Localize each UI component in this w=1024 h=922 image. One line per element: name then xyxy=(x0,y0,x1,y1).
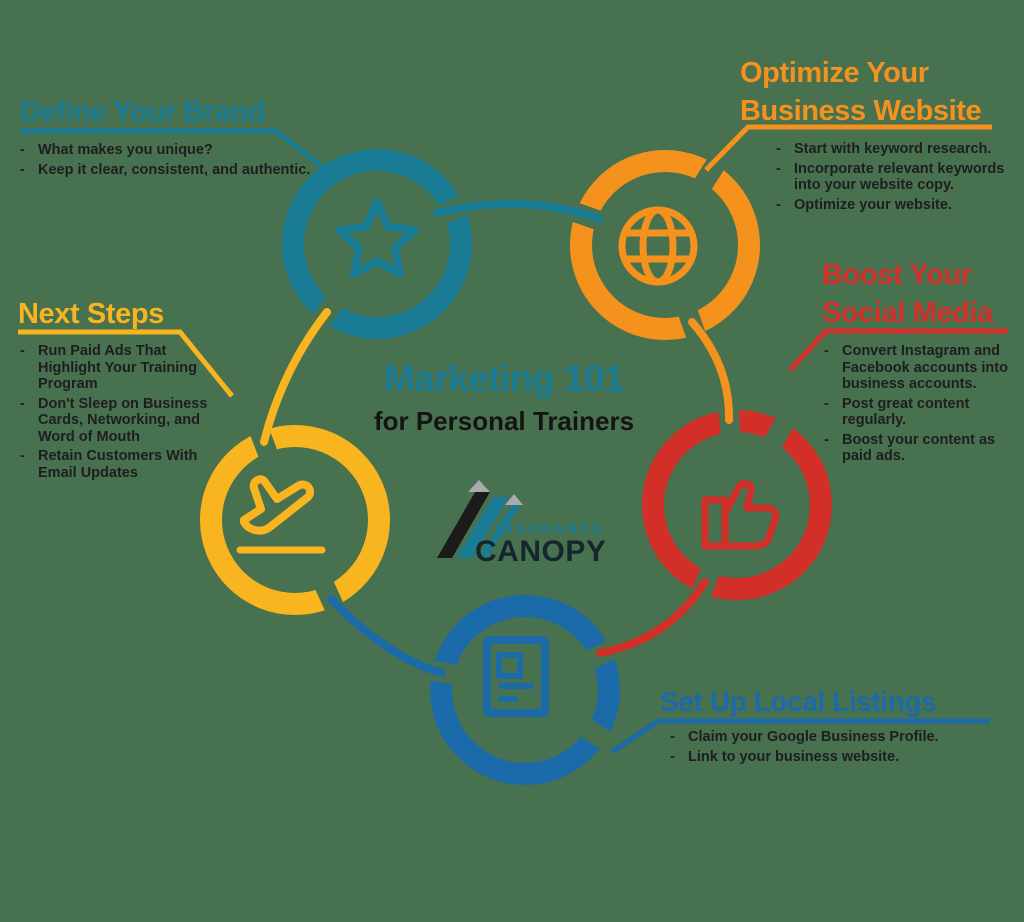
star-icon xyxy=(335,198,419,278)
bullet-dash: - xyxy=(824,431,829,448)
bullet-item: - Don't Sleep on Business Cards, Network… xyxy=(20,396,220,446)
bullet-item: - Run Paid Ads That Highlight Your Train… xyxy=(20,343,220,393)
connector-define-optimize xyxy=(433,199,604,223)
bullet-item: - Boost your content as paid ads. xyxy=(824,432,1020,465)
insurance-canopy-logo: INSURANCE CANOPY xyxy=(437,480,606,568)
bullet-dash: - xyxy=(824,343,829,359)
optimize-ring xyxy=(570,150,760,340)
next-bullet-list: - Run Paid Ads That Highlight Your Train… xyxy=(20,343,220,484)
bullet-dash: - xyxy=(776,196,781,213)
document-icon xyxy=(483,636,549,717)
connector-next-define xyxy=(260,308,331,446)
boost-title: Boost Your Social Media xyxy=(822,259,993,329)
bullet-text: Retain Customers With Email Updates xyxy=(38,448,198,481)
connector-boost-local xyxy=(596,578,709,657)
connector-local-next xyxy=(327,595,446,677)
local-ring xyxy=(430,595,620,785)
bullet-text: What makes you unique? xyxy=(38,142,213,158)
optimize-title: Optimize Your Business Website xyxy=(740,57,982,127)
bullet-item: - What makes you unique? xyxy=(20,142,350,159)
bullet-text: Link to your business website. xyxy=(688,748,900,765)
bullet-dash: - xyxy=(776,160,781,177)
bullet-item: - Optimize your website. xyxy=(776,197,1008,214)
bullet-text: Don't Sleep on Business Cards, Networkin… xyxy=(38,395,208,445)
bullet-item: - Keep it clear, consistent, and authent… xyxy=(20,162,350,179)
bullet-item: - Post great content regularly. xyxy=(824,396,1020,429)
bullet-dash: - xyxy=(824,395,829,412)
canopy-mountains-mark xyxy=(437,480,523,558)
bullet-text: Claim your Google Business Profile. xyxy=(688,729,939,745)
optimize-bullet-list: - Start with keyword research. - Incorpo… xyxy=(776,141,1008,216)
bullet-text: Post great content regularly. xyxy=(842,395,970,429)
boost-ring xyxy=(642,410,832,600)
bullet-text: Incorporate relevant keywords into your … xyxy=(794,160,1005,194)
define-ring xyxy=(282,149,472,339)
local-title: Set Up Local Listings xyxy=(660,686,937,717)
next-leader-line xyxy=(18,329,234,398)
bullet-dash: - xyxy=(776,141,781,157)
boost-leader-line xyxy=(788,328,1008,372)
logo-word-canopy: CANOPY xyxy=(475,535,606,568)
boost-bullet-list: - Convert Instagram and Facebook account… xyxy=(824,343,1020,468)
bullet-dash: - xyxy=(20,395,25,412)
bullet-text: Run Paid Ads That Highlight Your Trainin… xyxy=(38,343,197,392)
bullet-dash: - xyxy=(670,729,675,745)
bullet-dash: - xyxy=(20,161,25,178)
logo-word-insurance: INSURANCE xyxy=(496,521,605,536)
infographic-title: Marketing 101 xyxy=(383,358,625,399)
bullet-dash: - xyxy=(670,748,675,765)
bullet-item: - Start with keyword research. xyxy=(776,141,1008,158)
bullet-dash: - xyxy=(20,448,25,464)
bullet-text: Start with keyword research. xyxy=(794,141,992,157)
connector-optimize-boost xyxy=(688,318,734,424)
optimize-leader-line xyxy=(704,124,992,172)
bullet-dash: - xyxy=(20,343,25,359)
define-bullet-list: - What makes you unique? - Keep it clear… xyxy=(20,142,350,181)
define-leader-line xyxy=(20,128,332,175)
bullet-text: Boost your content as paid ads. xyxy=(842,431,996,465)
infographic-subtitle: for Personal Trainers xyxy=(373,406,635,436)
bullet-text: Keep it clear, consistent, and authentic… xyxy=(38,161,311,178)
bullet-item: - Incorporate relevant keywords into you… xyxy=(776,161,1008,194)
thumbs-up-icon xyxy=(701,479,780,550)
bullet-dash: - xyxy=(20,142,25,158)
local-leader-line xyxy=(610,718,990,755)
bullet-item: - Link to your business website. xyxy=(670,749,1000,766)
local-bullet-list: - Claim your Google Business Profile. - … xyxy=(670,729,1000,768)
bullet-text: Optimize your website. xyxy=(794,196,952,213)
next-title: Next Steps xyxy=(18,298,164,330)
bullet-item: - Claim your Google Business Profile. xyxy=(670,729,1000,746)
bullet-item: - Retain Customers With Email Updates xyxy=(20,448,220,481)
bullet-item: - Convert Instagram and Facebook account… xyxy=(824,343,1020,393)
next-ring xyxy=(200,425,390,615)
bullet-text: Convert Instagram and Facebook accounts … xyxy=(842,343,1008,392)
globe-icon xyxy=(618,206,698,286)
define-title: Define Your Brand xyxy=(20,96,266,128)
plane-landing-icon xyxy=(236,475,326,554)
